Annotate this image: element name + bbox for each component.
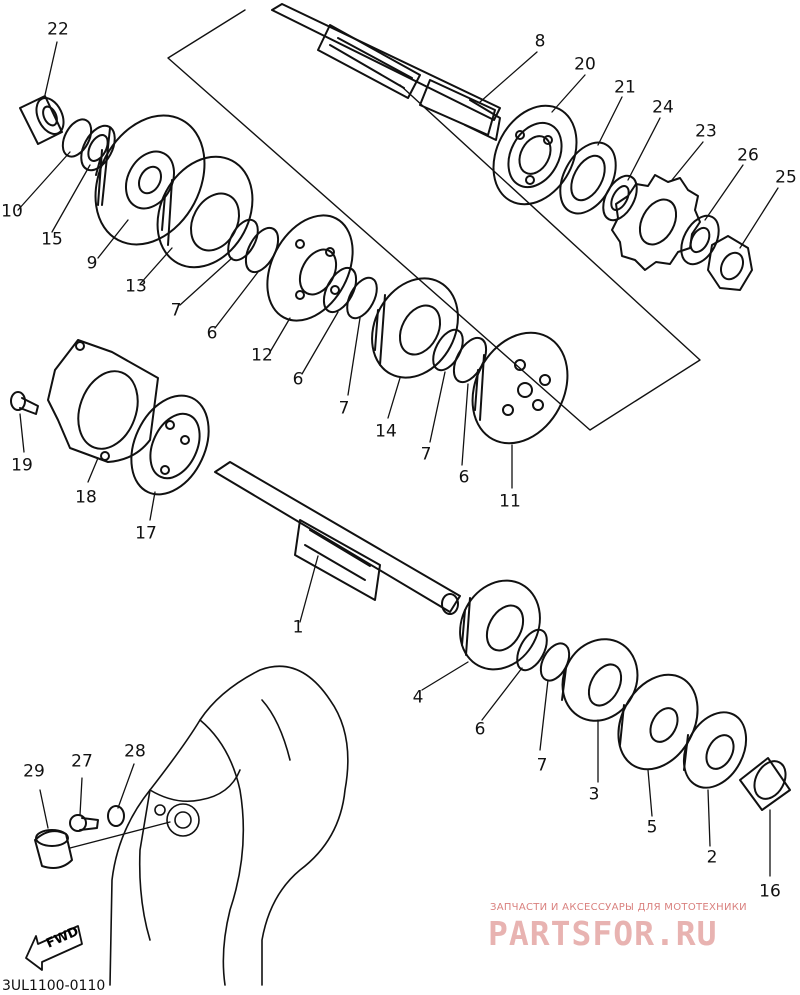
part-number-label: 5 (646, 817, 658, 838)
watermark-brand: PARTSFOR.RU (488, 914, 718, 953)
fwd-arrow-icon (25, 925, 83, 971)
part-number-label: 16 (759, 881, 781, 902)
bearing-part-16 (739, 757, 791, 811)
nut-part-25 (707, 235, 753, 291)
part-number-label: 7 (536, 755, 548, 776)
drive-sprocket-part-23 (611, 174, 701, 271)
part-number-label: 6 (292, 369, 304, 390)
part-number-label: 7 (338, 398, 350, 419)
gear-part-4 (459, 579, 541, 671)
main-axle-part-1 (214, 461, 461, 615)
washer-part-6-b (322, 266, 358, 314)
part-number-label: 13 (125, 276, 147, 297)
part-number-label: 28 (124, 741, 146, 762)
part-number-label: 26 (737, 145, 759, 166)
part-number-label: 12 (251, 345, 273, 366)
part-number-label: 24 (652, 97, 674, 118)
bearing-part-22 (19, 95, 65, 145)
part-number-label: 23 (695, 121, 717, 142)
part-number-label: 25 (775, 167, 797, 188)
part-number-label: 1 (292, 617, 304, 638)
part-number-label: 7 (420, 444, 432, 465)
part-number-label: 18 (75, 487, 97, 508)
gear-part-11 (471, 331, 569, 445)
cap-part-29 (34, 829, 73, 869)
washer-part-6-a (244, 226, 280, 274)
part-number-label: 21 (614, 77, 636, 98)
part-number-label: 7 (170, 300, 182, 321)
part-number-label: 6 (474, 719, 486, 740)
gear-part-14 (371, 277, 459, 379)
circlip-part-7-a (227, 218, 259, 262)
part-number-label: 9 (86, 253, 98, 274)
drive-axle-part-8 (271, 3, 501, 141)
bearing-part-20 (492, 104, 578, 206)
collar-part-24 (602, 174, 638, 222)
part-number-label: 20 (574, 54, 596, 75)
gear-part-3 (561, 638, 639, 722)
part-number-label: 17 (135, 523, 157, 544)
part-number-label: 15 (41, 229, 63, 250)
part-number-label: 22 (47, 19, 69, 40)
part-number-label: 11 (499, 491, 521, 512)
diagram-code: 3UL1100-0110 (2, 978, 106, 994)
circlip-part-7-b (346, 276, 378, 320)
washer-part-28 (107, 805, 125, 827)
part-number-label: 19 (11, 455, 33, 476)
part-number-label: 10 (1, 201, 23, 222)
part-number-label: 3 (588, 784, 600, 805)
lock-washer-part-26 (680, 214, 720, 266)
engine-case-outline (109, 665, 349, 986)
part-number-label: 14 (375, 421, 397, 442)
countershaft-frame (167, 9, 701, 431)
leader-lines (17, 41, 779, 877)
part-number-label: 2 (706, 847, 718, 868)
part-number-label: 4 (412, 687, 424, 708)
part-number-label: 27 (71, 751, 93, 772)
washer-part-6-d (516, 628, 548, 672)
washer-part-10 (61, 118, 93, 158)
gear-part-9 (94, 114, 206, 246)
part-number-label: 6 (458, 467, 470, 488)
washer-part-15 (80, 124, 116, 172)
watermark-tagline: ЗАПЧАСТИ И АКСЕССУАРЫ ДЛЯ МОТОТЕХНИКИ (490, 902, 747, 913)
gasket-plate-part-18 (47, 339, 159, 463)
part-number-label: 6 (206, 323, 218, 344)
gear-part-5 (617, 673, 699, 771)
bearing-part-17 (130, 394, 210, 496)
gear-part-2 (682, 711, 748, 789)
part-number-label: 29 (23, 761, 45, 782)
part-number-label: 8 (534, 31, 546, 52)
bolt-part-19 (10, 391, 39, 415)
bolt-part-27 (69, 814, 99, 832)
